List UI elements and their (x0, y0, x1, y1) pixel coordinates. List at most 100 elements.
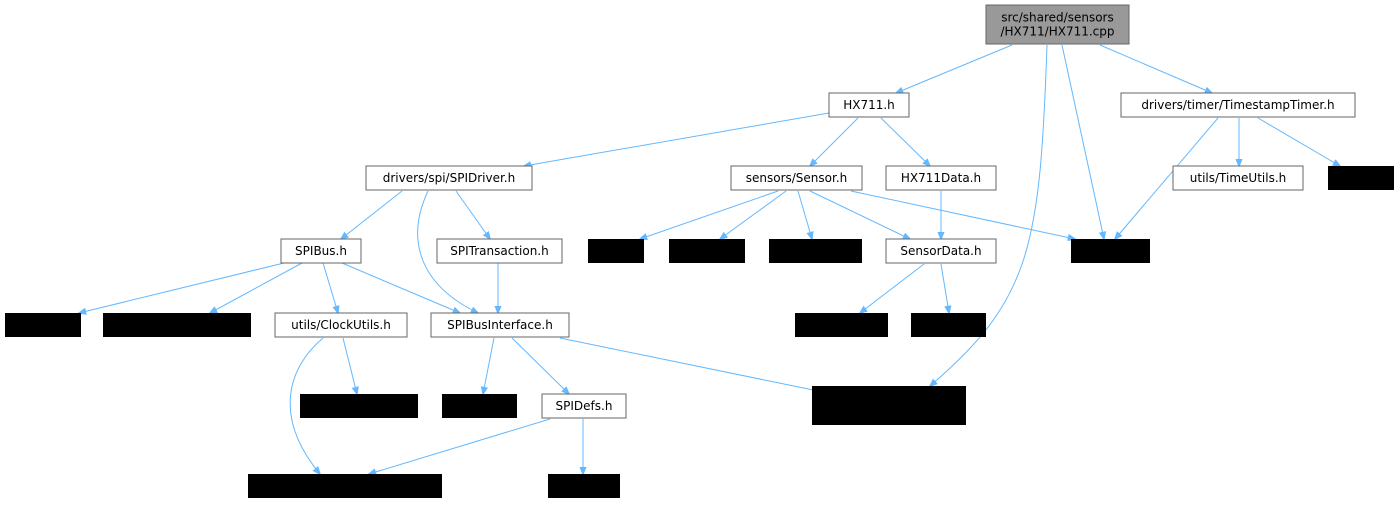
node-label: Eigen/Core (809, 318, 874, 332)
node-label: SPIBusInterface.h (447, 318, 553, 332)
edge-spidefs-to-archregs (369, 418, 551, 474)
node-box (248, 474, 442, 498)
node-box (1172, 165, 1304, 191)
node-box (548, 474, 620, 498)
node-delays: interfaces/delays.h (103, 313, 251, 337)
edge-root-to-hx711h (896, 44, 1013, 93)
edge-root-to-gpioimpl (930, 44, 1048, 386)
node-typetraits: type_traits (769, 239, 862, 263)
nodes-layer: src/shared/sensors/HX711/HX711.cppHX711.… (5, 4, 1394, 498)
edge-hx711h-to-sensor (810, 117, 859, 166)
node-label: kernel/kernel.h (314, 399, 403, 413)
edge-timestamptimer-to-cstdint (1257, 117, 1340, 166)
node-label: ostream (924, 318, 973, 332)
node-label: interfaces/arch_registers.h (265, 479, 425, 493)
node-box (103, 313, 251, 337)
edge-timestamptimer-to-miosix (1115, 117, 1219, 239)
node-hx711h[interactable]: HX711.h (828, 92, 910, 118)
node-ostream: ostream (911, 313, 986, 337)
node-spibusinterface[interactable]: SPIBusInterface.h (430, 312, 570, 338)
node-timeutils[interactable]: utils/TimeUtils.h (1172, 165, 1304, 191)
edge-spibus-to-spibusinterface (341, 262, 460, 313)
edge-spibusinterface-to-spidefs (511, 337, 569, 394)
node-box (669, 239, 745, 263)
node-box (442, 394, 517, 418)
edge-clockutils-to-archregs (289, 337, 324, 474)
node-box (769, 239, 862, 263)
node-label: utils/TimeUtils.h (1190, 171, 1286, 185)
node-box (911, 313, 986, 337)
node-label: utils/ClockUtils.h (291, 318, 391, 332)
edge-spidriver-to-spitransaction (455, 190, 490, 239)
node-kernel: kernel/kernel.h (300, 394, 418, 418)
edge-sensor-to-typetraits (797, 190, 812, 239)
node-box (436, 238, 563, 264)
node-stdint: stdint.h (548, 474, 620, 498)
edge-spibusinterface-to-gpioimpl (559, 337, 823, 392)
node-box (812, 386, 966, 425)
node-box (274, 312, 408, 338)
node-archregs: interfaces/arch_registers.h (248, 474, 442, 498)
node-cstdint: cstdint (1328, 166, 1394, 190)
node-sensor[interactable]: sensors/Sensor.h (730, 165, 863, 191)
node-box (1120, 92, 1356, 118)
node-label: assert.h (19, 318, 67, 332)
edge-spibus-to-clockutils (322, 262, 338, 313)
node-label: HX711.h (843, 98, 895, 112)
node-label: cstdint (1341, 171, 1382, 185)
node-label: miosix.h (1085, 244, 1135, 258)
node-label: SensorData.h (900, 244, 981, 258)
edge-sensor-to-array (640, 190, 779, 239)
node-hx711data[interactable]: HX711Data.h (885, 165, 997, 191)
node-box (541, 393, 627, 419)
edge-hx711h-to-hx711data (880, 117, 930, 166)
node-box (1328, 166, 1394, 190)
node-box (828, 92, 910, 118)
node-clockutils[interactable]: utils/ClockUtils.h (274, 312, 408, 338)
edge-sensor-to-sensordata (809, 190, 910, 239)
node-gpioimpl: interfaces-impl/gpio_impl.h (812, 386, 966, 425)
node-spitransaction[interactable]: SPITransaction.h (436, 238, 563, 264)
node-stddef: stddef.h (442, 394, 517, 418)
node-timestamptimer[interactable]: drivers/timer/TimestampTimer.h (1120, 92, 1356, 118)
node-label: type_traits (783, 244, 847, 258)
node-box (588, 239, 644, 263)
edge-spidriver-to-spibusinterface (417, 190, 478, 313)
node-label: /HX711/HX711.cpp (1000, 25, 1114, 39)
node-label: drivers/timer/TimestampTimer.h (1141, 98, 1334, 112)
node-box (985, 4, 1130, 45)
node-label: interfaces-impl/gpio (829, 392, 949, 406)
node-spidriver[interactable]: drivers/spi/SPIDriver.h (365, 165, 533, 191)
node-spibus[interactable]: SPIBus.h (280, 238, 362, 264)
edge-spibusinterface-to-stddef (483, 337, 495, 394)
node-label: SPITransaction.h (450, 244, 548, 258)
node-box (885, 238, 997, 264)
node-label: _impl.h (866, 406, 910, 420)
node-miosix: miosix.h (1071, 239, 1150, 263)
edge-root-to-timestamptimer (1099, 44, 1212, 93)
node-box (280, 238, 362, 264)
node-label: stdint.h (561, 479, 607, 493)
edge-sensor-to-memory (720, 190, 787, 239)
edge-root-to-miosix (1061, 44, 1104, 239)
node-label: stddef.h (455, 399, 503, 413)
node-array: array (588, 239, 644, 263)
node-label: HX711Data.h (901, 171, 981, 185)
edge-clockutils-to-kernel (342, 337, 357, 394)
edge-sensor-to-miosix (850, 190, 1075, 239)
node-box (795, 313, 888, 337)
node-spidefs[interactable]: SPIDefs.h (541, 393, 627, 419)
node-label: src/shared/sensors (1001, 11, 1114, 25)
edge-sensordata-to-ostream (940, 263, 949, 313)
node-box (300, 394, 418, 418)
node-assert: assert.h (5, 313, 81, 337)
node-box (885, 165, 997, 191)
node-box (730, 165, 863, 191)
node-sensordata[interactable]: SensorData.h (885, 238, 997, 264)
node-box (1071, 239, 1150, 263)
edge-spidriver-to-spibus (341, 190, 403, 239)
edge-spibus-to-delays (210, 262, 303, 313)
node-root[interactable]: src/shared/sensors/HX711/HX711.cpp (985, 4, 1130, 45)
edge-hx711h-to-spidriver (524, 112, 830, 166)
